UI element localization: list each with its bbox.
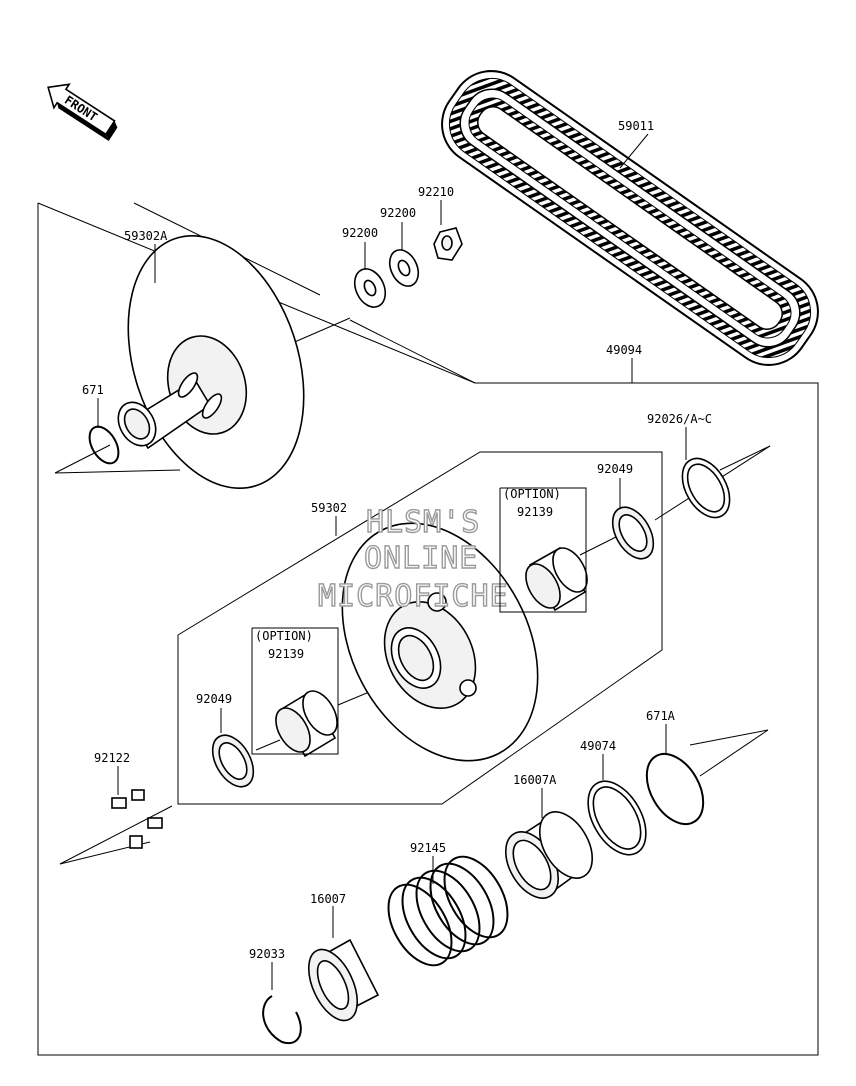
label-92200-lower: 92200 <box>342 226 378 240</box>
o-ring-large <box>645 752 705 826</box>
bushing <box>275 690 338 758</box>
oil-seal <box>504 811 594 899</box>
label-16007: 16007 <box>310 892 346 906</box>
drive-belt <box>441 70 819 366</box>
label-92026: 92026/A~C <box>647 412 712 426</box>
watermark-line-1: HLSM'S <box>366 505 480 540</box>
bearing <box>211 734 255 788</box>
washer <box>388 249 420 287</box>
grease-fitting <box>111 789 163 849</box>
label-92139-upper: 92139 <box>517 505 553 519</box>
label-92200-upper: 92200 <box>380 206 416 220</box>
label-16007A: 16007A <box>513 773 557 787</box>
circlip <box>262 995 302 1045</box>
spring-seat <box>587 780 647 856</box>
movable-sheave <box>117 234 305 490</box>
label-671A: 671A <box>646 709 676 723</box>
fixed-sheave <box>341 522 539 762</box>
label-92049-lower: 92049 <box>196 692 232 706</box>
label-92145: 92145 <box>410 841 446 855</box>
o-ring <box>88 425 120 465</box>
label-92122: 92122 <box>94 751 130 765</box>
drive-spring <box>387 855 509 967</box>
label-92210: 92210 <box>418 185 454 199</box>
label-49074: 49074 <box>580 739 616 753</box>
label-92033: 92033 <box>249 947 285 961</box>
nut <box>433 227 463 261</box>
leader-lines <box>97 133 687 990</box>
front-arrow-icon: FRONT <box>47 83 118 141</box>
label-49094: 49094 <box>606 343 642 357</box>
bearing <box>611 506 655 560</box>
bushing <box>525 546 588 612</box>
option-tag-upper: (OPTION) <box>503 487 561 501</box>
watermark: HLSM'S ONLINE MICROFICHE <box>317 504 509 614</box>
option-tag-lower: (OPTION) <box>255 629 313 643</box>
oil-seal-small <box>307 938 380 1022</box>
label-92049-upper: 92049 <box>597 462 633 476</box>
label-59011: 59011 <box>618 119 654 133</box>
shim <box>681 457 731 519</box>
label-59302A: 59302A <box>124 229 168 243</box>
label-671: 671 <box>82 383 104 397</box>
label-59302: 59302 <box>311 501 347 515</box>
washer <box>353 268 387 308</box>
watermark-line-3: MICROFICHE <box>318 579 509 614</box>
watermark-line-2: ONLINE <box>364 541 478 576</box>
label-92139-lower: 92139 <box>268 647 304 661</box>
